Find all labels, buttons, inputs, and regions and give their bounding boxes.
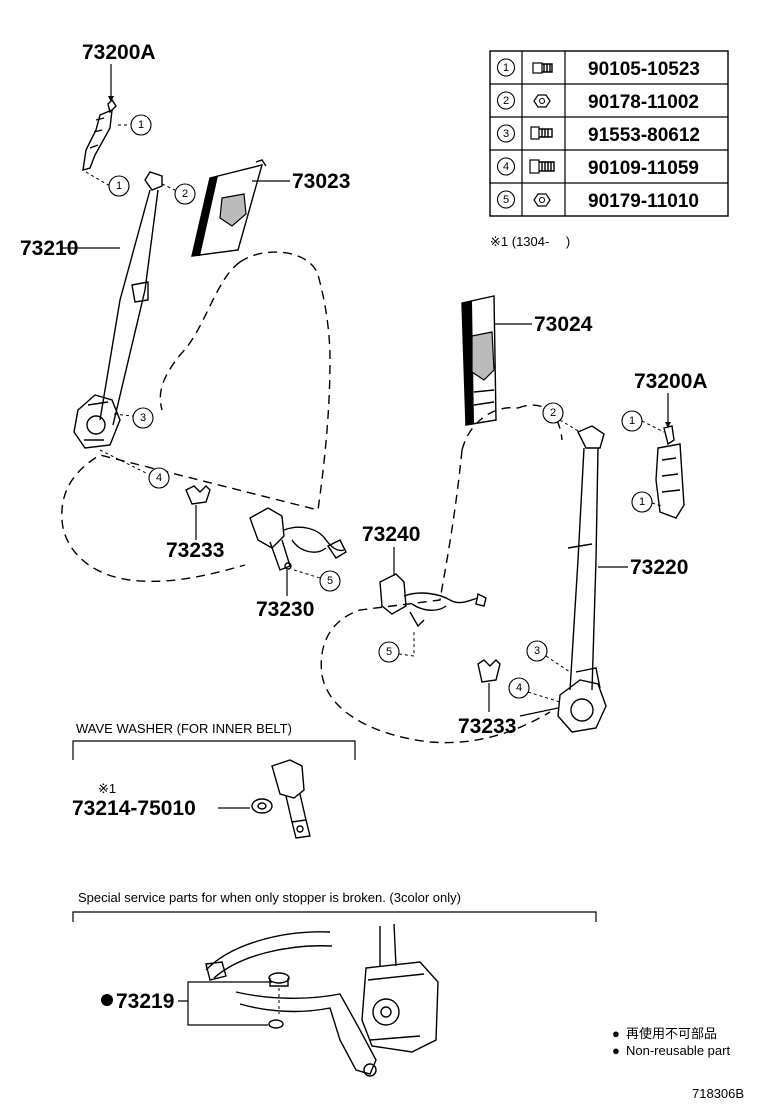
left-outer-belt xyxy=(73,171,163,449)
label-73219: 73219 xyxy=(116,990,174,1013)
callout-1: 1 xyxy=(116,180,122,192)
non-reusable-marker xyxy=(101,994,113,1006)
label-73200A-left: 73200A xyxy=(82,41,156,64)
callout-4: 4 xyxy=(156,472,162,484)
table-key: 1 xyxy=(503,62,509,74)
table-part-no: 90105-10523 xyxy=(588,59,700,80)
label-73233-left: 73233 xyxy=(166,539,224,562)
table-part-no: 90178-11002 xyxy=(588,92,699,113)
label-73214-75010: 73214-75010 xyxy=(72,797,196,820)
callout-5: 5 xyxy=(327,575,333,587)
label-73023: 73023 xyxy=(292,170,350,193)
callout-1: 1 xyxy=(629,415,635,427)
table-row: 2 90178-11002 xyxy=(496,91,699,113)
left-inner-belt-buckle xyxy=(249,507,347,571)
callout-1: 1 xyxy=(138,119,144,131)
legend-bullet: ● xyxy=(612,1043,620,1058)
table-row: 1 90105-10523 xyxy=(496,58,700,80)
bolt-icon xyxy=(532,62,553,74)
nut-icon xyxy=(533,94,551,108)
table-row: 3 91553-80612 xyxy=(496,124,700,146)
legend-en: Non-reusable part xyxy=(626,1043,730,1058)
left-height-adjuster xyxy=(82,98,130,187)
wave-washer-ref: ※1 xyxy=(98,781,116,796)
label-73230: 73230 xyxy=(256,598,314,621)
callout-1: 1 xyxy=(639,496,645,508)
table-key: 3 xyxy=(503,128,509,140)
inner-belt-buckle-washer xyxy=(251,759,311,839)
table-part-no: 91553-80612 xyxy=(588,125,700,146)
bolt-icon xyxy=(530,126,553,140)
left-clip-73233 xyxy=(185,485,211,505)
legend-bullet: ● xyxy=(612,1026,620,1041)
left-seat-outline xyxy=(61,251,331,583)
callout-2: 2 xyxy=(182,188,188,200)
right-outer-belt xyxy=(557,425,607,733)
table-row: 4 90109-11059 xyxy=(496,157,699,179)
diagram-code: 718306B xyxy=(692,1086,744,1101)
label-73240: 73240 xyxy=(362,523,420,546)
production-note: ※1 (1304- ) xyxy=(490,234,570,249)
callout-3: 3 xyxy=(534,645,540,657)
table-part-no: 90179-11010 xyxy=(588,191,699,212)
table-key: 4 xyxy=(503,161,509,173)
table-row: 5 90179-11010 xyxy=(496,190,699,212)
right-inner-belt-buckle xyxy=(379,573,487,628)
table-key: 5 xyxy=(503,194,509,206)
label-73233-right: 73233 xyxy=(458,715,516,738)
callout-3: 3 xyxy=(140,412,146,424)
label-73210: 73210 xyxy=(20,237,78,260)
label-73220: 73220 xyxy=(630,556,688,579)
callout-4: 4 xyxy=(516,682,522,694)
special-service-title: Special service parts for when only stop… xyxy=(78,890,461,905)
fastener-table: 1 90105-10523 2 90178-11002 3 xyxy=(489,50,729,217)
callout-2: 2 xyxy=(550,407,556,419)
label-73200A-right: 73200A xyxy=(634,370,708,393)
legend: ● 再使用不可部品 ● Non-reusable part xyxy=(612,1026,730,1058)
stopper-assembly xyxy=(205,923,439,1077)
pillar-garnish-73023 xyxy=(191,159,267,257)
label-73024: 73024 xyxy=(534,313,593,336)
pillar-garnish-73024 xyxy=(461,295,497,426)
nut-icon xyxy=(533,193,551,207)
legend-jp: 再使用不可部品 xyxy=(626,1026,717,1041)
table-key: 2 xyxy=(503,95,509,107)
callout-5: 5 xyxy=(386,646,392,658)
bolt-icon xyxy=(529,159,555,174)
right-clip-73233 xyxy=(477,659,501,683)
right-height-adjuster xyxy=(641,420,685,519)
wave-washer-title: WAVE WASHER (FOR INNER BELT) xyxy=(76,721,292,736)
table-part-no: 90109-11059 xyxy=(588,158,699,179)
